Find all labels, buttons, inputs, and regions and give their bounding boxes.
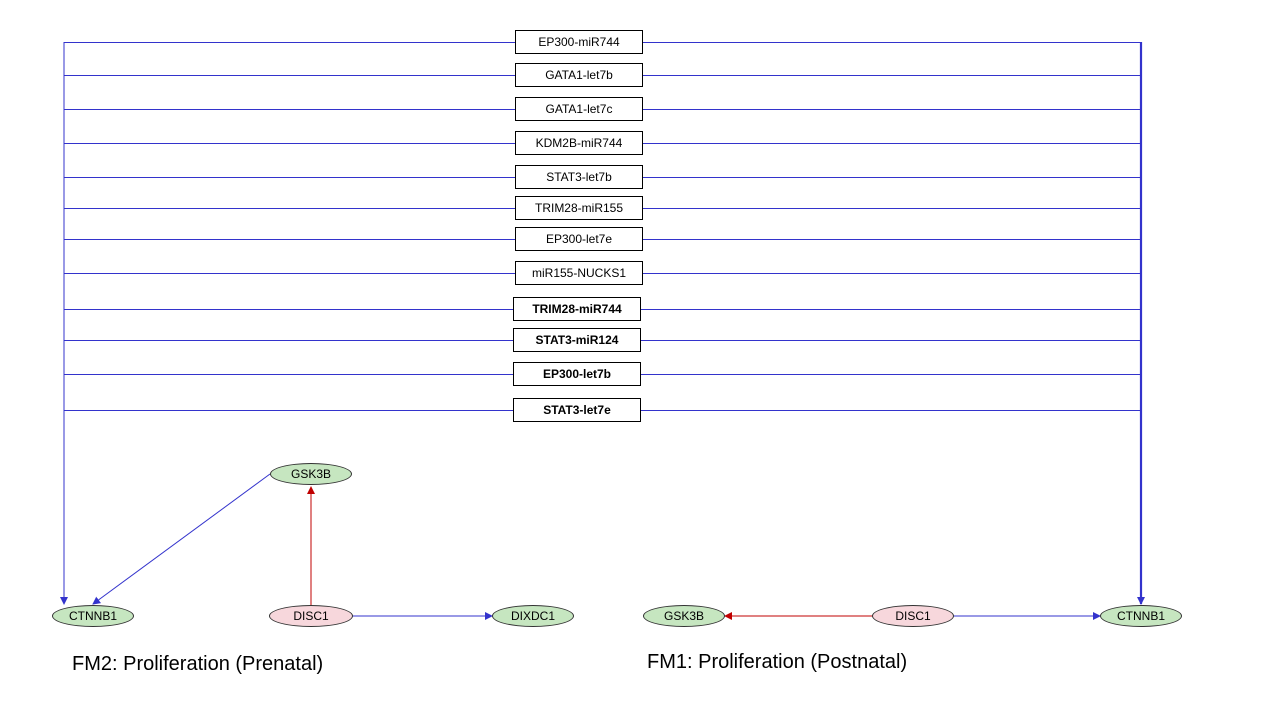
- node-disc1-fm1: DISC1: [872, 605, 954, 627]
- pathway-label-box: STAT3-let7b: [515, 165, 643, 189]
- pathway-label-box: TRIM28-miR155: [515, 196, 643, 220]
- pathway-label-box: miR155-NUCKS1: [515, 261, 643, 285]
- node-gsk3b-fm2: GSK3B: [270, 463, 352, 485]
- fm1-caption: FM1: Proliferation (Postnatal): [647, 651, 908, 673]
- pathway-label-box: STAT3-miR124: [513, 328, 641, 352]
- node-ctnnb1-fm1: CTNNB1: [1100, 605, 1182, 627]
- node-disc1-fm2: DISC1: [269, 605, 353, 627]
- pathway-label-box: GATA1-let7b: [515, 63, 643, 87]
- node-dixdc1-fm2: DIXDC1: [492, 605, 574, 627]
- fm2-caption: FM2: Proliferation (Prenatal): [72, 653, 324, 675]
- pathway-label-box: EP300-miR744: [515, 30, 643, 54]
- pathway-label-box: EP300-let7e: [515, 227, 643, 251]
- node-gsk3b-fm1: GSK3B: [643, 605, 725, 627]
- pathway-label-box: EP300-let7b: [513, 362, 641, 386]
- pathway-label-box: TRIM28-miR744: [513, 297, 641, 321]
- pathway-label-box: GATA1-let7c: [515, 97, 643, 121]
- edge-gsk3b-to-ctnnb1: [92, 473, 271, 605]
- node-ctnnb1-fm2: CTNNB1: [52, 605, 134, 627]
- pathway-label-box: STAT3-let7e: [513, 398, 641, 422]
- pathway-label-box: KDM2B-miR744: [515, 131, 643, 155]
